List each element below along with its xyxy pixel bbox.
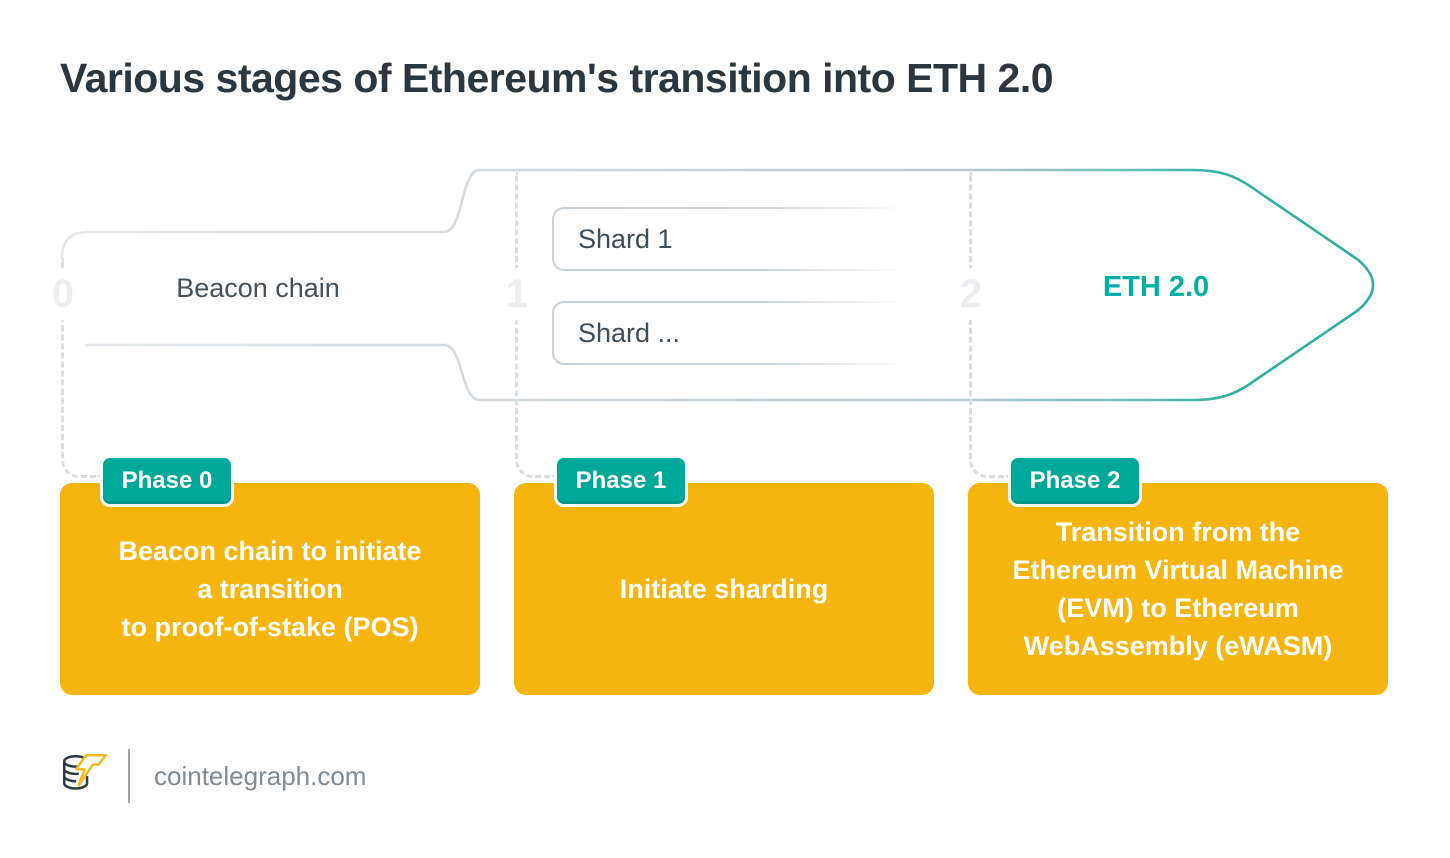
milestone-number-1: 1 [502,268,532,320]
lightning-bolt-icon [74,753,108,787]
phase-0-card: Beacon chain to initiate a transition to… [60,483,480,695]
shard-label: Shard ... [554,303,932,363]
phase-2-connector [969,172,1009,478]
phase-2-badge: Phase 2 [1008,455,1142,507]
phase-card-line: Ethereum Virtual Machine [1012,555,1344,585]
phase-0-connector [61,258,101,478]
phase-card-line: (EVM) to Ethereum [1057,593,1299,623]
phase-card-line: WebAssembly (eWASM) [1023,631,1333,661]
shard-label: Shard 1 [554,209,932,269]
phase-card-line: Initiate sharding [619,574,829,604]
phase-card-line: Transition from the [1055,517,1301,547]
milestone-number-2: 2 [956,268,986,320]
phase-1-badge: Phase 1 [554,455,688,507]
footer: cointelegraph.com [58,746,366,806]
page-title: Various stages of Ethereum's transition … [60,55,1054,101]
beacon-chain-label: Beacon chain [176,273,340,303]
milestone-number-0: 0 [48,268,78,320]
footer-site-label: cointelegraph.com [154,760,367,791]
shard-box-1: Shard 1 [552,207,934,271]
eth2-label: ETH 2.0 [1102,271,1210,303]
phase-card-line: to proof-of-stake (POS) [121,612,419,642]
phase-card-line: Beacon chain to initiate [118,536,422,566]
phase-0-badge: Phase 0 [100,455,234,507]
shard-box-more: Shard ... [552,301,934,365]
phase-card-line: a transition [197,574,343,604]
phase-2-card: Transition from the Ethereum Virtual Mac… [968,483,1388,695]
footer-divider [128,749,130,803]
cointelegraph-logo-icon [62,753,108,790]
phase-1-card: Initiate sharding [514,483,934,695]
phase-1-connector [515,172,555,478]
